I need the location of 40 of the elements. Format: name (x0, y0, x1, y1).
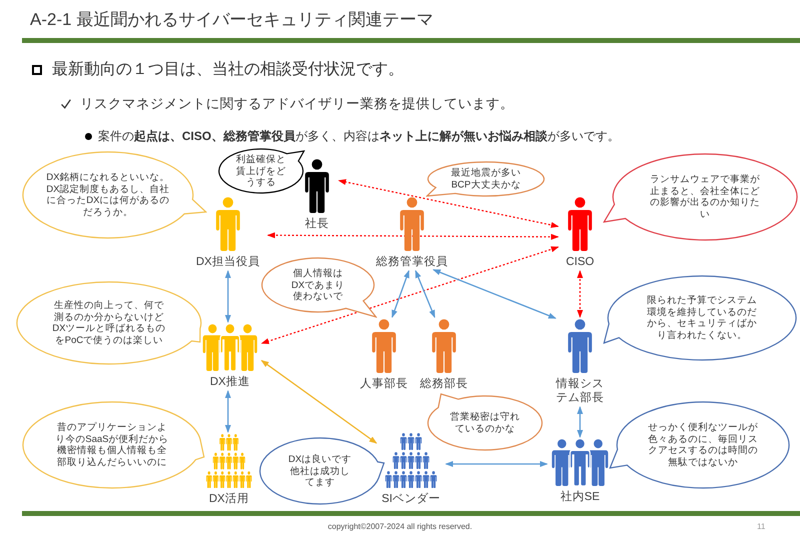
dotted-arrow (338, 179, 560, 228)
slide-title: A-2-1 最近聞かれるサイバーセキュリティ関連テーマ (30, 9, 434, 31)
role-label: 情報システム部長 (556, 377, 604, 405)
role-label: CISO (566, 255, 594, 269)
bubble-text: 生産性の向上って、何で測るのか分からないけどDXツールと呼ばれるものをPoCで使うのは楽しい (51, 300, 167, 346)
arrow (415, 270, 436, 318)
role-label: DX担当役員 (196, 255, 260, 269)
arrow (225, 390, 231, 433)
page-number: 11 (757, 521, 766, 532)
arrow (225, 270, 231, 323)
arrow (260, 360, 378, 444)
role-label: DX推進 (210, 375, 250, 389)
bullet-text: 最新動向の１つ目は、当社の相談受付状況です。 (52, 60, 404, 80)
dotted-arrow (577, 270, 583, 318)
arrow (577, 406, 583, 438)
arrow (392, 270, 410, 318)
role-label: DX活用 (209, 492, 249, 506)
role-label: 社長 (305, 217, 329, 231)
bubble-text: 営業秘密は守れているのかな (449, 412, 521, 434)
bubble-text: 利益確保と賃上げをどうする (235, 154, 287, 188)
arrow (445, 461, 548, 467)
arrow (432, 269, 556, 319)
role-label: 総務管掌役員 (376, 255, 448, 269)
role-label: SIベンダー (382, 492, 440, 506)
copyright-text: copyright©2007-2024 all rights reserved. (328, 521, 472, 532)
bubble-text: 個人情報はDXであまり使わないで (290, 268, 346, 302)
role-label: 人事部長 (360, 377, 408, 391)
role-label: 総務部長 (420, 377, 468, 391)
bubble-text: DX銘柄になれるといいな。DX認定制度もあるし、自社に合ったDXには何があるのだろうか。 (45, 172, 171, 218)
dotted-arrow (267, 232, 559, 240)
bubble-text: DXは良いです他社は成功してます (287, 454, 353, 488)
bubble-text: ランサムウェアで事業が止まると、会社全体にどの影響が出るのか知りたい (649, 174, 761, 220)
bubble-text: 昔のアプリケーションより今のSaaSが便利だから機密情報も個人情報も全部取り込んだらいいのに (54, 422, 170, 468)
bullet-text: 案件の起点は、CISO、総務管掌役員が多く、内容はネット上に解が無いお悩み相談が多いです。 (98, 128, 620, 144)
role-label: 社内SE (560, 490, 600, 504)
bubble-text: せっかく便利なツールが色々あるのに、毎回リスクアセスするのは時間の無駄ではないか (647, 422, 759, 468)
bubble-text: 最近地震が多いBCP大丈夫かな (450, 168, 522, 190)
bullet-text: リスクマネジメントに関するアドバイザリー業務を提供しています。 (80, 95, 514, 113)
bubble-text: 限られた予算でシステム環境を維持しているのだから、セキュリティばかり言われたくない。 (646, 295, 758, 341)
dotted-arrow (260, 246, 560, 344)
